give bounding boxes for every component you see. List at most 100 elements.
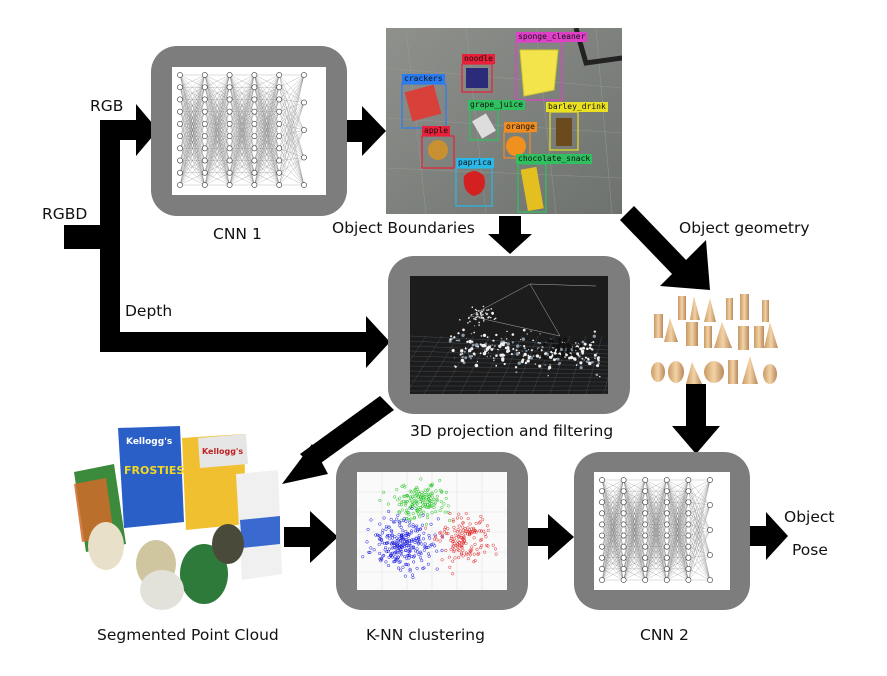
nn-node <box>226 133 233 140</box>
depth-branch <box>100 332 370 352</box>
nn-node <box>276 72 283 78</box>
cluster-scatter-plot <box>357 472 507 590</box>
nn-node <box>201 84 208 91</box>
neural-network-icon <box>177 72 307 188</box>
nn-node <box>599 521 605 528</box>
nn-node <box>251 96 258 103</box>
detection-label: barley_drink <box>546 102 608 112</box>
nn-node <box>226 157 233 164</box>
nn-node <box>620 510 627 517</box>
nn-node <box>251 108 258 115</box>
knn-panel <box>357 472 507 590</box>
seg-head <box>282 444 328 484</box>
nn-node <box>201 72 208 78</box>
nn-node <box>276 84 283 91</box>
nn-node <box>226 120 233 127</box>
cnn1-panel <box>172 67 326 195</box>
rgb-branch <box>100 120 142 140</box>
nn-node <box>707 527 713 533</box>
nn-node <box>599 532 605 539</box>
nn-node <box>663 499 670 506</box>
nn-node <box>177 145 183 152</box>
nn-node <box>251 84 258 91</box>
rgb-arrowhead <box>136 104 158 156</box>
output-pose-label: Pose <box>792 541 828 559</box>
nn-node <box>685 554 692 561</box>
depth-label: Depth <box>125 302 173 320</box>
nn-node <box>226 145 233 152</box>
nn-node <box>620 554 627 561</box>
nn-node <box>599 510 605 517</box>
nn-node <box>251 133 258 140</box>
nn-node <box>276 169 283 176</box>
nn-node <box>685 543 692 550</box>
nn-node <box>251 120 258 127</box>
cnn2-label: CNN 2 <box>640 626 689 644</box>
nn-node <box>642 543 649 550</box>
nn-node <box>301 99 307 106</box>
nn-node <box>599 577 605 583</box>
depth-arrowhead <box>366 316 390 368</box>
nn-node <box>226 108 233 115</box>
nn-node <box>201 108 208 115</box>
nn-node <box>663 521 670 528</box>
nn-node <box>177 133 183 140</box>
nn-node <box>663 554 670 561</box>
nn-node <box>177 96 183 103</box>
seg-knn-shaft <box>284 527 312 547</box>
cnn1-out-shaft <box>346 120 364 142</box>
nn-node <box>707 552 713 558</box>
nn-node <box>642 510 649 517</box>
cnn1-label: CNN 1 <box>213 225 262 243</box>
nn-node <box>620 565 627 572</box>
detection-label: grape_juice <box>468 100 525 110</box>
nn-node <box>663 532 670 539</box>
geometry-head <box>660 240 710 290</box>
projection-label: 3D projection and filtering <box>410 422 614 440</box>
nn-node <box>620 521 627 528</box>
nn-node <box>685 510 692 517</box>
nn-node <box>276 182 283 188</box>
detection-label: sponge_cleaner <box>516 32 588 42</box>
nn-node <box>707 502 713 508</box>
nn-node <box>620 577 627 583</box>
object-geometry-label: Object geometry <box>679 219 810 237</box>
nn-node <box>642 521 649 528</box>
nn-node <box>663 543 670 550</box>
cnn2-panel <box>594 472 730 590</box>
nn-node <box>685 577 692 583</box>
nn-node <box>177 72 183 78</box>
nn-node <box>685 565 692 572</box>
nn-node <box>599 565 605 572</box>
nn-node <box>201 133 208 140</box>
nn-node <box>685 488 692 495</box>
nn-node <box>226 169 233 176</box>
nn-node <box>599 499 605 506</box>
geometric-solids-image <box>651 294 778 384</box>
nn-node <box>201 120 208 127</box>
nn-node <box>663 565 670 572</box>
nn-node <box>276 133 283 140</box>
nn-node <box>620 543 627 550</box>
boundaries-shaft <box>499 216 521 236</box>
nn-node <box>685 499 692 506</box>
point-cloud-render <box>410 283 608 394</box>
nn-node <box>599 488 605 495</box>
object-boundaries-label: Object Boundaries <box>332 219 475 237</box>
box2-text: FROSTIES <box>124 464 184 477</box>
nn-node <box>251 182 258 188</box>
nn-node <box>663 488 670 495</box>
nn-node <box>620 499 627 506</box>
nn-node <box>642 577 649 583</box>
nn-node <box>201 96 208 103</box>
segmented-point-cloud-image: Kellogg's FROSTIES Kellogg's <box>74 426 282 610</box>
nn-node <box>301 182 307 188</box>
nn-node <box>642 554 649 561</box>
nn-node <box>620 488 627 495</box>
nn-node <box>663 577 670 583</box>
projection-frame <box>388 256 630 414</box>
nn-node <box>620 532 627 539</box>
nn-node <box>599 554 605 561</box>
